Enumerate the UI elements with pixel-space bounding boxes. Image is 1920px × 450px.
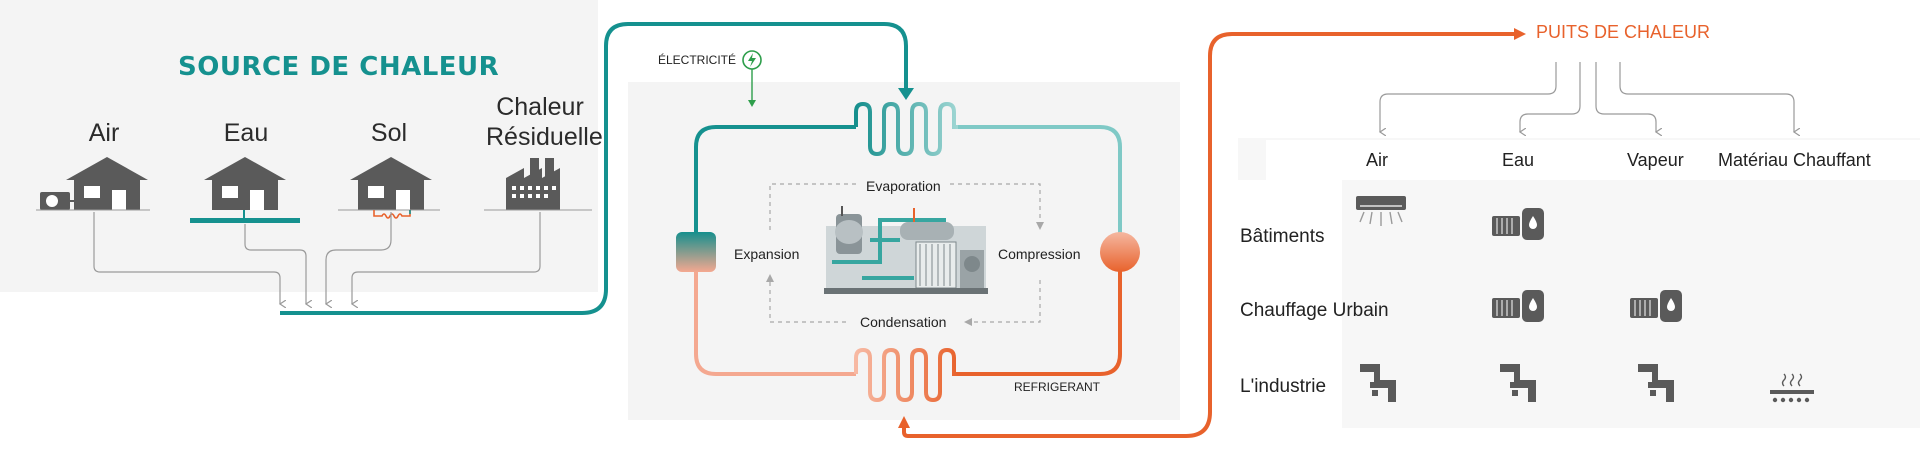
sink-row-chauffage: Chauffage Urbain [1240, 300, 1389, 321]
sink-title: PUITS DE CHALEUR [1536, 22, 1711, 42]
sink-col-materiau: Matériau Chauffant [1718, 150, 1871, 170]
electricity-label: ÉLECTRICITÉ [658, 53, 737, 67]
loop-top-right [958, 125, 1122, 234]
condensation-label: Condensation [860, 314, 947, 330]
compressor-icon [1100, 232, 1140, 272]
house-with-air-unit-icon [36, 157, 150, 211]
source-title: SOURCE DE CHALEUR [178, 52, 500, 82]
source-label-eau: Eau [223, 119, 269, 147]
sink-panel [1238, 138, 1920, 428]
radiator-tank-icon [1492, 208, 1544, 240]
sink-col-eau: Eau [1502, 150, 1535, 170]
source-connectors [93, 212, 541, 304]
source-label-air: Air [88, 119, 120, 147]
heating-plate-icon [1770, 373, 1814, 403]
sink-row-batiments: Bâtiments [1240, 226, 1325, 247]
loop-bottom-right [958, 270, 1122, 376]
sink-row-industrie: L'industrie [1240, 376, 1327, 397]
evaporator-coil [854, 101, 958, 157]
sink-header-bar [1266, 140, 1920, 180]
teal-feed-line [280, 22, 908, 315]
evaporation-label: Evaporation [866, 178, 941, 194]
loop-top-left [694, 125, 856, 234]
lightning-icon [742, 50, 762, 107]
factory-icon [484, 158, 592, 211]
loop-bottom-left [694, 270, 856, 376]
radiator-tank-icon [1630, 290, 1682, 322]
cycle-dashed-arrows [769, 183, 1041, 323]
expansion-label: Expansion [734, 246, 800, 262]
sink-rowlabel-gap [1238, 180, 1342, 428]
refrigerant-label: REFRIGERANT [1014, 380, 1101, 394]
pipe-valve-icon [1638, 364, 1674, 402]
condenser-coil [854, 347, 958, 403]
heat-pump-machine-icon [824, 206, 988, 294]
orange-output-line [902, 32, 1520, 438]
compression-label: Compression [998, 246, 1081, 262]
air-conditioner-icon [1356, 196, 1406, 226]
source-label-residuelle: Résiduelle [486, 123, 603, 151]
pipe-valve-icon [1360, 364, 1396, 402]
sink-col-air: Air [1366, 150, 1388, 170]
source-label-sol: Sol [370, 119, 408, 147]
house-with-water-pipe-icon [190, 157, 300, 223]
sink-connectors [1380, 62, 1794, 132]
source-label-chaleur: Chaleur [496, 93, 584, 121]
pipe-valve-icon [1500, 364, 1536, 402]
sink-col-vapeur: Vapeur [1627, 150, 1684, 170]
radiator-tank-icon [1492, 290, 1544, 322]
house-with-ground-coil-icon [338, 157, 440, 219]
expansion-valve-icon [676, 232, 716, 272]
source-panel [0, 0, 598, 292]
